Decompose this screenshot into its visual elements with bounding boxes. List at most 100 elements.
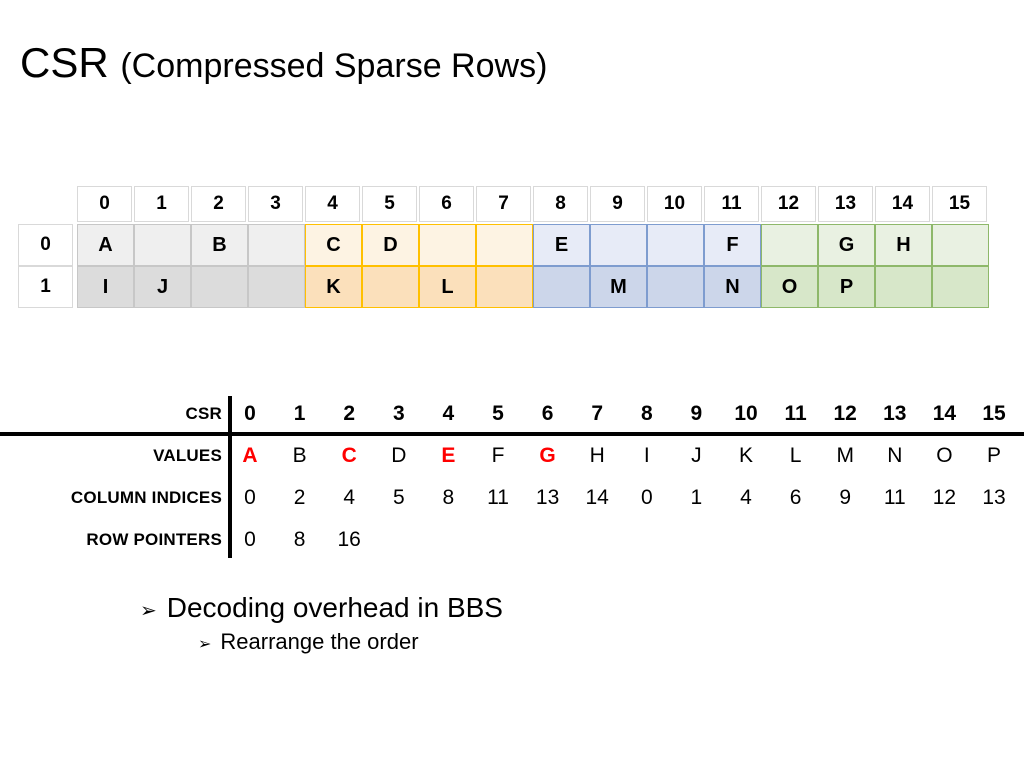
- matrix-column-header-15: 15: [932, 186, 987, 222]
- matrix-cell-r0-c12: [761, 224, 818, 266]
- csr-column-index-10: 4: [740, 486, 752, 509]
- csr-index-1: 1: [293, 402, 306, 425]
- matrix-cell-r1-c13: P: [818, 266, 875, 308]
- bullet-text: Decoding overhead in BBS: [166, 592, 503, 623]
- matrix-column-header-4: 4: [305, 186, 360, 222]
- page-title-sub: (Compressed Sparse Rows): [120, 47, 548, 85]
- matrix-column-header-7: 7: [476, 186, 531, 222]
- matrix-cell-r1-c15: [932, 266, 989, 308]
- bullet-item-0: ➢ Decoding overhead in BBS: [140, 592, 503, 624]
- matrix-corner-spacer: [18, 186, 77, 224]
- matrix-cell-r1-c6: L: [419, 266, 476, 308]
- csr-horizontal-rule: [0, 432, 1024, 436]
- matrix-cell-r0-c15: [932, 224, 989, 266]
- bullet-text: Rearrange the order: [220, 629, 419, 654]
- csr-index-7: 7: [591, 402, 604, 425]
- csr-index-6: 6: [541, 402, 554, 425]
- matrix-column-header-11: 11: [704, 186, 759, 222]
- csr-value-10: K: [738, 444, 753, 467]
- csr-value-15: P: [986, 444, 1001, 467]
- csr-index-2: 2: [343, 402, 356, 425]
- arrow-bullet-icon: ➢: [198, 636, 212, 653]
- matrix-cell-r1-c11: N: [704, 266, 761, 308]
- csr-value-11: L: [789, 444, 802, 467]
- csr-value-9: J: [691, 444, 702, 467]
- matrix-cell-r1-c8: [533, 266, 590, 308]
- matrix-cell-r1-c14: [875, 266, 932, 308]
- csr-value-12: M: [836, 444, 854, 467]
- matrix-column-header-6: 6: [419, 186, 474, 222]
- matrix-cell-r0-c10: [647, 224, 704, 266]
- matrix-cell-r1-c7: [476, 266, 533, 308]
- matrix-cell-r0-c6: [419, 224, 476, 266]
- csr-column-index-1: 2: [293, 486, 306, 509]
- matrix-cell-r0-c11: F: [704, 224, 761, 266]
- matrix-cell-r1-c9: M: [590, 266, 647, 308]
- arrow-bullet-icon: ➢: [140, 600, 157, 622]
- csr-index-9: 9: [690, 402, 703, 425]
- csr-row-label-row-pointers: ROW POINTERS: [86, 530, 222, 549]
- csr-value-6: G: [539, 444, 556, 467]
- csr-column-index-7: 14: [585, 486, 609, 509]
- matrix-cell-r0-c2: B: [191, 224, 248, 266]
- csr-row-label-column-indices: COLUMN INDICES: [70, 488, 222, 507]
- matrix-cell-r0-c13: G: [818, 224, 875, 266]
- matrix-cell-r0-c4: C: [305, 224, 362, 266]
- csr-column-index-0: 0: [244, 486, 256, 509]
- matrix-column-header-2: 2: [191, 186, 246, 222]
- csr-column-index-2: 4: [343, 486, 356, 509]
- csr-column-index-3: 5: [392, 486, 405, 509]
- matrix-cell-r0-c8: E: [533, 224, 590, 266]
- matrix-cell-r0-c9: [590, 224, 647, 266]
- csr-value-8: I: [643, 444, 650, 467]
- csr-index-4: 4: [442, 402, 455, 425]
- bullet-list: ➢ Decoding overhead in BBS ➢ Rearrange the …: [140, 592, 503, 655]
- csr-index-12: 12: [833, 402, 857, 425]
- csr-column-index-12: 9: [839, 486, 852, 509]
- csr-column-index-11: 6: [789, 486, 802, 509]
- csr-column-index-8: 0: [640, 486, 653, 509]
- csr-column-index-9: 1: [690, 486, 703, 509]
- csr-index-14: 14: [932, 402, 957, 425]
- matrix-cell-r0-c7: [476, 224, 533, 266]
- matrix-column-header-3: 3: [248, 186, 303, 222]
- csr-index-5: 5: [492, 402, 504, 425]
- matrix-cell-r1-c2: [191, 266, 248, 308]
- csr-value-4: E: [441, 444, 456, 467]
- matrix-cell-r1-c4: K: [305, 266, 362, 308]
- csr-value-14: O: [936, 444, 953, 467]
- matrix-row-header-1: 1: [18, 266, 73, 308]
- matrix-cell-r1-c5: [362, 266, 419, 308]
- csr-row-pointer-1: 8: [293, 528, 306, 551]
- matrix-cell-r0-c3: [248, 224, 305, 266]
- matrix-column-header-14: 14: [875, 186, 930, 222]
- bullet-item-1: ➢ Rearrange the order: [198, 629, 503, 655]
- csr-row-pointer-2: 16: [337, 528, 361, 551]
- csr-index-10: 10: [734, 402, 758, 425]
- matrix-column-header-10: 10: [647, 186, 702, 222]
- page-title: CSR (Compressed Sparse Rows): [20, 39, 548, 86]
- matrix-cell-r1-c10: [647, 266, 704, 308]
- csr-index-13: 13: [883, 402, 907, 425]
- matrix-column-header-12: 12: [761, 186, 816, 222]
- csr-column-index-6: 13: [535, 486, 560, 509]
- csr-vertical-rule: [228, 396, 232, 558]
- csr-value-13: N: [887, 444, 903, 467]
- matrix-row-header-0: 0: [18, 224, 73, 266]
- matrix-column-header-9: 9: [590, 186, 645, 222]
- csr-column-index-14: 12: [932, 486, 957, 509]
- csr-index-15: 15: [982, 402, 1006, 425]
- csr-column-index-4: 8: [442, 486, 455, 509]
- csr-row-label-values: VALUES: [153, 446, 222, 465]
- matrix-column-header-1: 1: [134, 186, 189, 222]
- csr-index-3: 3: [392, 402, 405, 425]
- matrix-cell-r1-c1: J: [134, 266, 191, 308]
- csr-value-3: D: [391, 444, 407, 467]
- csr-corner-label: CSR: [185, 404, 222, 423]
- csr-row-pointer-0: 0: [244, 528, 256, 551]
- matrix-cell-r0-c14: H: [875, 224, 932, 266]
